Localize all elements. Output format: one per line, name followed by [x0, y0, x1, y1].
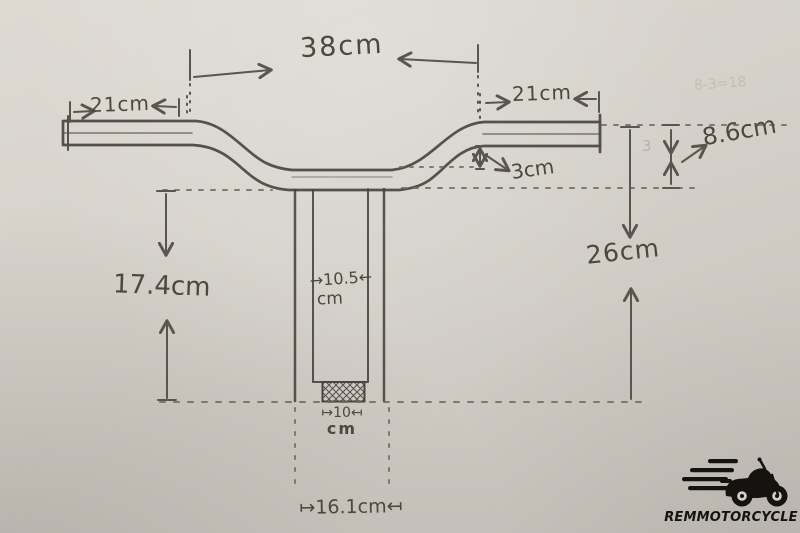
- riser-tubes: [293, 187, 386, 403]
- arrow-21L-right: [154, 106, 177, 107]
- dimension-21cm-left: [69, 95, 188, 123]
- label-base-width: ↦16.1cm↤: [299, 495, 403, 519]
- reference-dashed-lines: [159, 124, 793, 493]
- dimension-21cm-right: [479, 91, 600, 119]
- handlebar-detail-lines: [62, 132, 600, 178]
- dimension-3cm: [476, 145, 508, 170]
- arrow-21R-left: [485, 102, 508, 103]
- arrow-21L-left: [73, 111, 93, 112]
- erased-pencil-digit: 3: [642, 137, 652, 155]
- handlebar-stroke: [758, 458, 767, 471]
- label-clamp-unit: cm: [326, 419, 358, 438]
- dimension-8-6cm: [662, 124, 705, 189]
- bike-tail: [720, 479, 732, 483]
- pointer-86: [681, 146, 705, 163]
- dimension-38cm: [189, 44, 479, 119]
- label-center-width: 38cm: [299, 28, 385, 65]
- label-stem-inner-unit: cm: [316, 288, 344, 310]
- dimension-26cm: [620, 126, 640, 400]
- label-clamp-width: ↦10↤: [321, 405, 363, 421]
- dimension-17-4cm: [156, 190, 177, 401]
- arrow-38-left: [193, 70, 270, 77]
- motorcycle-icon: [682, 457, 788, 507]
- rear-wheel-hub: [740, 494, 744, 498]
- pointer-3: [486, 155, 508, 170]
- arrow-38-right: [400, 59, 477, 63]
- front-fork: [770, 473, 780, 497]
- speed-line-1: [708, 459, 738, 464]
- speed-line-3: [682, 477, 728, 482]
- logo-text: REMMOTORCYCLE: [664, 510, 798, 525]
- label-grip-left: 21cm: [89, 90, 151, 118]
- clamp-knurl-crosshatch: [321, 381, 366, 403]
- speed-line-4: [688, 486, 728, 491]
- remmotorcycle-logo: REMMOTORCYCLE: [662, 455, 800, 531]
- label-riser-height: 17.4cm: [112, 269, 212, 303]
- handlebar-grip-knob: [757, 457, 762, 462]
- speed-line-2: [690, 468, 734, 473]
- label-grip-right: 21cm: [511, 79, 573, 107]
